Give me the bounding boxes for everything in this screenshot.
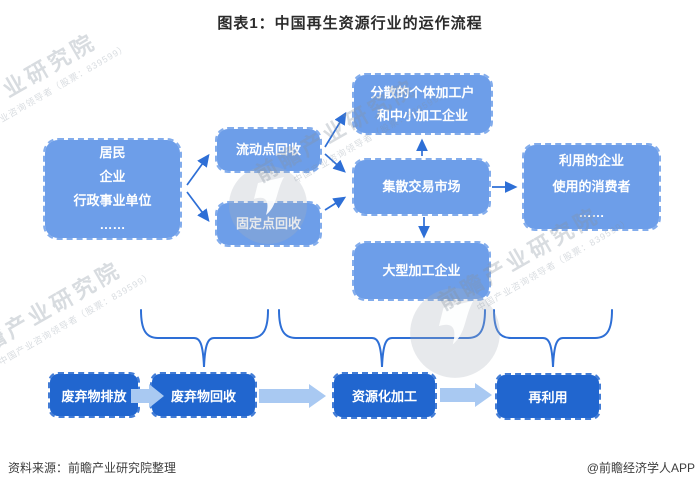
flow-box-users-line: 利用的企业 <box>558 153 624 168</box>
flow-box-trading-market-label: 集散交易市场 <box>382 179 461 194</box>
brace-recycling-stage <box>140 309 269 368</box>
flow-box-users-line: …… <box>578 205 605 220</box>
arrow-source-to-mobile <box>186 153 210 186</box>
brace-processing-stage <box>278 309 486 368</box>
stage-box-waste-discharge: 废弃物排放 <box>48 372 140 418</box>
block-arrow-recycling-to-processing <box>259 384 326 408</box>
stage-box-reuse: 再利用 <box>495 373 601 420</box>
watermark-stamp: 前瞻产业研究院 中国产业咨询领导者（股票：839599） <box>0 240 155 383</box>
watermark-stamp: 前瞻产业研究院 中国产业咨询领导者（股票：839599） <box>0 12 130 155</box>
flow-box-source-line: 居民 <box>99 145 126 160</box>
stage-box-reuse-label: 再利用 <box>528 390 568 405</box>
flow-box-users: 利用的企业 使用的消费者 …… <box>522 143 661 231</box>
stage-box-resource-processing-label: 资源化加工 <box>351 389 417 404</box>
watermark-sub-text: 中国产业咨询领导者（股票：839599） <box>0 270 155 368</box>
flow-box-dispersed-line: 分散的个体加工户 <box>370 85 475 100</box>
arrow-mobile-to-dispersed <box>324 111 347 148</box>
flow-box-source-line: 企业 <box>99 169 126 184</box>
stage-box-waste-recycling-label: 废弃物回收 <box>170 388 236 404</box>
stage-box-resource-processing: 资源化加工 <box>332 372 437 419</box>
flow-box-dispersed-processors: 分散的个体加工户 和中小加工企业 <box>352 73 493 135</box>
arrow-mobile-to-market <box>324 153 346 173</box>
stage-box-waste-discharge-label: 废弃物排放 <box>61 388 127 404</box>
footer-source-text: 资料来源：前瞻产业研究院整理 <box>8 461 177 475</box>
flow-box-users-line: 使用的消费者 <box>552 179 631 194</box>
stage-box-waste-recycling: 废弃物回收 <box>150 372 257 418</box>
flow-box-fixed-recycling-label: 固定点回收 <box>235 216 301 231</box>
flow-box-fixed-recycling: 固定点回收 <box>215 201 322 247</box>
flow-box-large-processors-label: 大型加工企业 <box>382 263 461 278</box>
arrow-source-to-fixed <box>186 191 210 223</box>
flow-box-dispersed-line: 和中小加工企业 <box>376 108 468 123</box>
block-arrow-processing-to-reuse <box>440 383 492 407</box>
flow-box-source-line: 行政事业单位 <box>73 193 152 208</box>
flow-box-mobile-recycling-label: 流动点回收 <box>235 142 301 157</box>
watermark-main-text: 前瞻产业研究院 <box>0 256 127 370</box>
brace-reuse-stage <box>493 309 613 368</box>
flow-box-large-processors: 大型加工企业 <box>352 241 491 301</box>
flow-box-mobile-recycling: 流动点回收 <box>215 127 322 173</box>
footer-credit-text: @前瞻经济学人APP <box>586 461 695 475</box>
flow-box-trading-market: 集散交易市场 <box>352 158 491 216</box>
figure-title: 图表1：中国再生资源行业的运作流程 <box>217 15 483 32</box>
flow-box-source-line: …… <box>99 217 126 232</box>
flow-box-source: 居民 企业 行政事业单位 …… <box>43 138 182 240</box>
watermark-sub-text: 中国产业咨询领导者（股票：839599） <box>0 42 130 140</box>
arrow-fixed-to-market <box>324 196 347 211</box>
